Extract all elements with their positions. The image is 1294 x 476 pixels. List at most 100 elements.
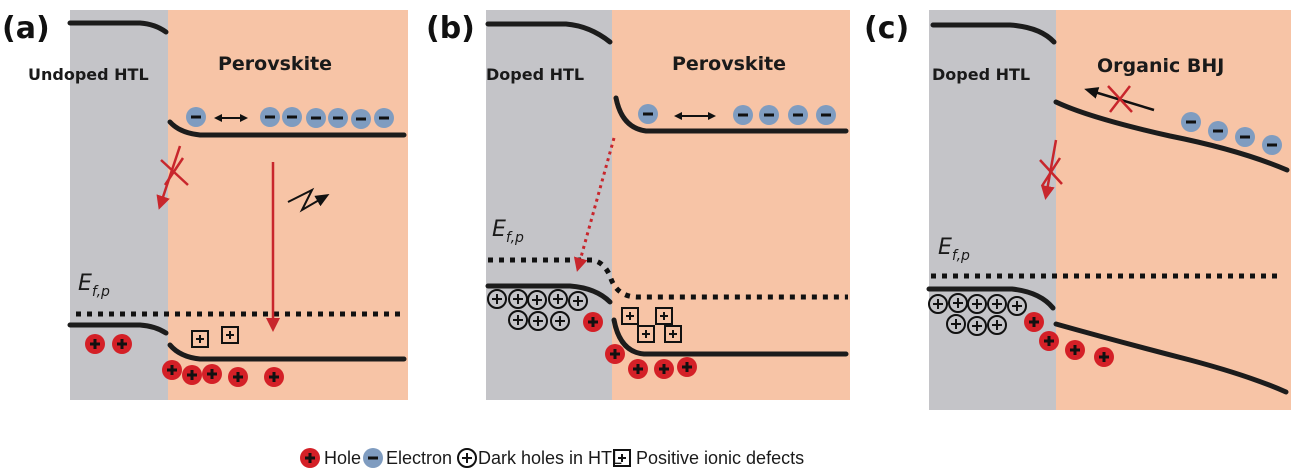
ionic-defects — [191, 326, 239, 348]
legend-label: Electron — [386, 448, 452, 468]
hole-icon — [677, 357, 697, 377]
electrons — [186, 107, 394, 129]
hole-icon — [583, 312, 603, 332]
fermi-level-label: Ef,p — [938, 235, 970, 264]
dark-hole-icon — [508, 289, 528, 309]
electron-icon — [260, 107, 280, 127]
electrons — [1181, 112, 1282, 155]
recombination-arrow — [573, 137, 616, 272]
legend-item-electron: Electron — [363, 448, 452, 468]
dark-hole-icon — [527, 290, 547, 310]
htl-label: Doped HTL — [486, 65, 584, 84]
fermi-level-label: Ef,p — [78, 271, 110, 300]
blocked-recombination-arrow — [1040, 139, 1058, 200]
hole-icon — [1065, 340, 1085, 360]
blocked-cross-icon — [1107, 85, 1133, 113]
hole-icon — [654, 359, 674, 379]
absorber-label: Perovskite — [672, 53, 786, 75]
electron-icon — [788, 105, 808, 125]
ionic-defect-icon — [613, 449, 631, 467]
blocked-cross-icon — [1039, 157, 1063, 187]
panel-c: (c) Doped HTL Organic BHJ Ef,p — [864, 10, 1291, 410]
dark-holes — [928, 293, 1027, 336]
dark-hole-icon — [550, 311, 570, 331]
htl-lumo-band — [67, 20, 169, 35]
electron-icon — [1181, 112, 1201, 132]
electron-icon — [374, 108, 394, 128]
holes — [583, 312, 697, 379]
legend-label: Dark holes in HTL — [478, 448, 622, 468]
htl-label: Undoped HTL — [28, 65, 149, 84]
electron-icon — [282, 107, 302, 127]
hole-icon — [1039, 331, 1059, 351]
ionic-defect-icon — [664, 325, 682, 343]
dark-hole-icon — [508, 310, 528, 330]
dark-hole-icon — [548, 289, 568, 309]
electron-icon — [816, 105, 836, 125]
htl-label: Doped HTL — [932, 65, 1030, 84]
htl-region — [929, 10, 1056, 410]
dark-hole-icon — [967, 294, 987, 314]
legend-item-ionic-defect: Positive ionic defects — [613, 448, 804, 468]
ionic-defect-icon — [637, 325, 655, 343]
electron-icon — [351, 109, 371, 129]
ionic-defect-icon — [221, 326, 239, 344]
perovskite-region — [612, 10, 850, 400]
hole-icon — [228, 367, 248, 387]
htl-homo-band — [926, 286, 1056, 311]
hole-icon — [182, 365, 202, 385]
dark-hole-icon — [928, 294, 948, 314]
electron-icon — [638, 104, 658, 124]
dark-hole-icon — [946, 314, 966, 334]
ionic-defect-icon — [655, 307, 673, 325]
htl-region — [486, 10, 612, 400]
hole-icon — [628, 359, 648, 379]
electron-icon — [328, 108, 348, 128]
hole-icon — [1094, 347, 1114, 367]
hole-icon — [162, 360, 182, 380]
dark-hole-icon — [987, 294, 1007, 314]
perovskite-valence-band — [167, 342, 407, 362]
dark-hole-icon — [948, 293, 968, 313]
electron-icon — [1208, 121, 1228, 141]
hole-icon — [605, 344, 625, 364]
panel-label: (b) — [426, 11, 475, 46]
electrons — [638, 104, 836, 125]
electron-icon — [306, 108, 326, 128]
htl-lumo-band — [930, 22, 1057, 45]
panel-b: (b) Doped HTL Perovskite Ef,p — [426, 10, 850, 400]
hole-icon — [85, 334, 105, 354]
perovskite-conduction-band — [167, 119, 407, 138]
absorber-label: Organic BHJ — [1097, 55, 1224, 77]
hole-icon — [112, 334, 132, 354]
absorber-label: Perovskite — [218, 53, 332, 75]
perovskite-valence-band — [611, 317, 849, 357]
ionic-defect-icon — [191, 330, 209, 348]
panel-label: (c) — [864, 11, 909, 46]
bhj-region — [1056, 10, 1291, 410]
dark-hole-icon — [568, 291, 588, 311]
electron-icon — [759, 105, 779, 125]
holes — [85, 334, 284, 387]
electron-icon — [1235, 127, 1255, 147]
dark-hole-icon — [487, 289, 507, 309]
panel-a: (a) Undoped HTL Perovskite Ef,p — [2, 10, 408, 400]
legend-item-dark-hole: Dark holes in HTL — [457, 448, 622, 468]
electron-icon — [186, 107, 206, 127]
htl-homo-band — [485, 283, 613, 305]
electron-icon — [733, 105, 753, 125]
perovskite-conduction-band — [613, 95, 849, 134]
legend-item-hole: Hole — [300, 448, 361, 468]
fermi-level — [488, 257, 848, 300]
panel-label: (a) — [2, 11, 50, 46]
legend-label: Positive ionic defects — [636, 448, 804, 468]
bhj-lumo-band — [1053, 99, 1290, 173]
ionic-defect-icon — [621, 307, 639, 325]
photon-emission-icon — [287, 187, 330, 213]
dark-hole-icon — [457, 448, 477, 468]
bhj-homo-band — [1053, 321, 1289, 395]
blocked-cross-icon — [160, 157, 189, 186]
fermi-level-label: Ef,p — [492, 217, 524, 246]
legend-label: Hole — [324, 448, 361, 468]
